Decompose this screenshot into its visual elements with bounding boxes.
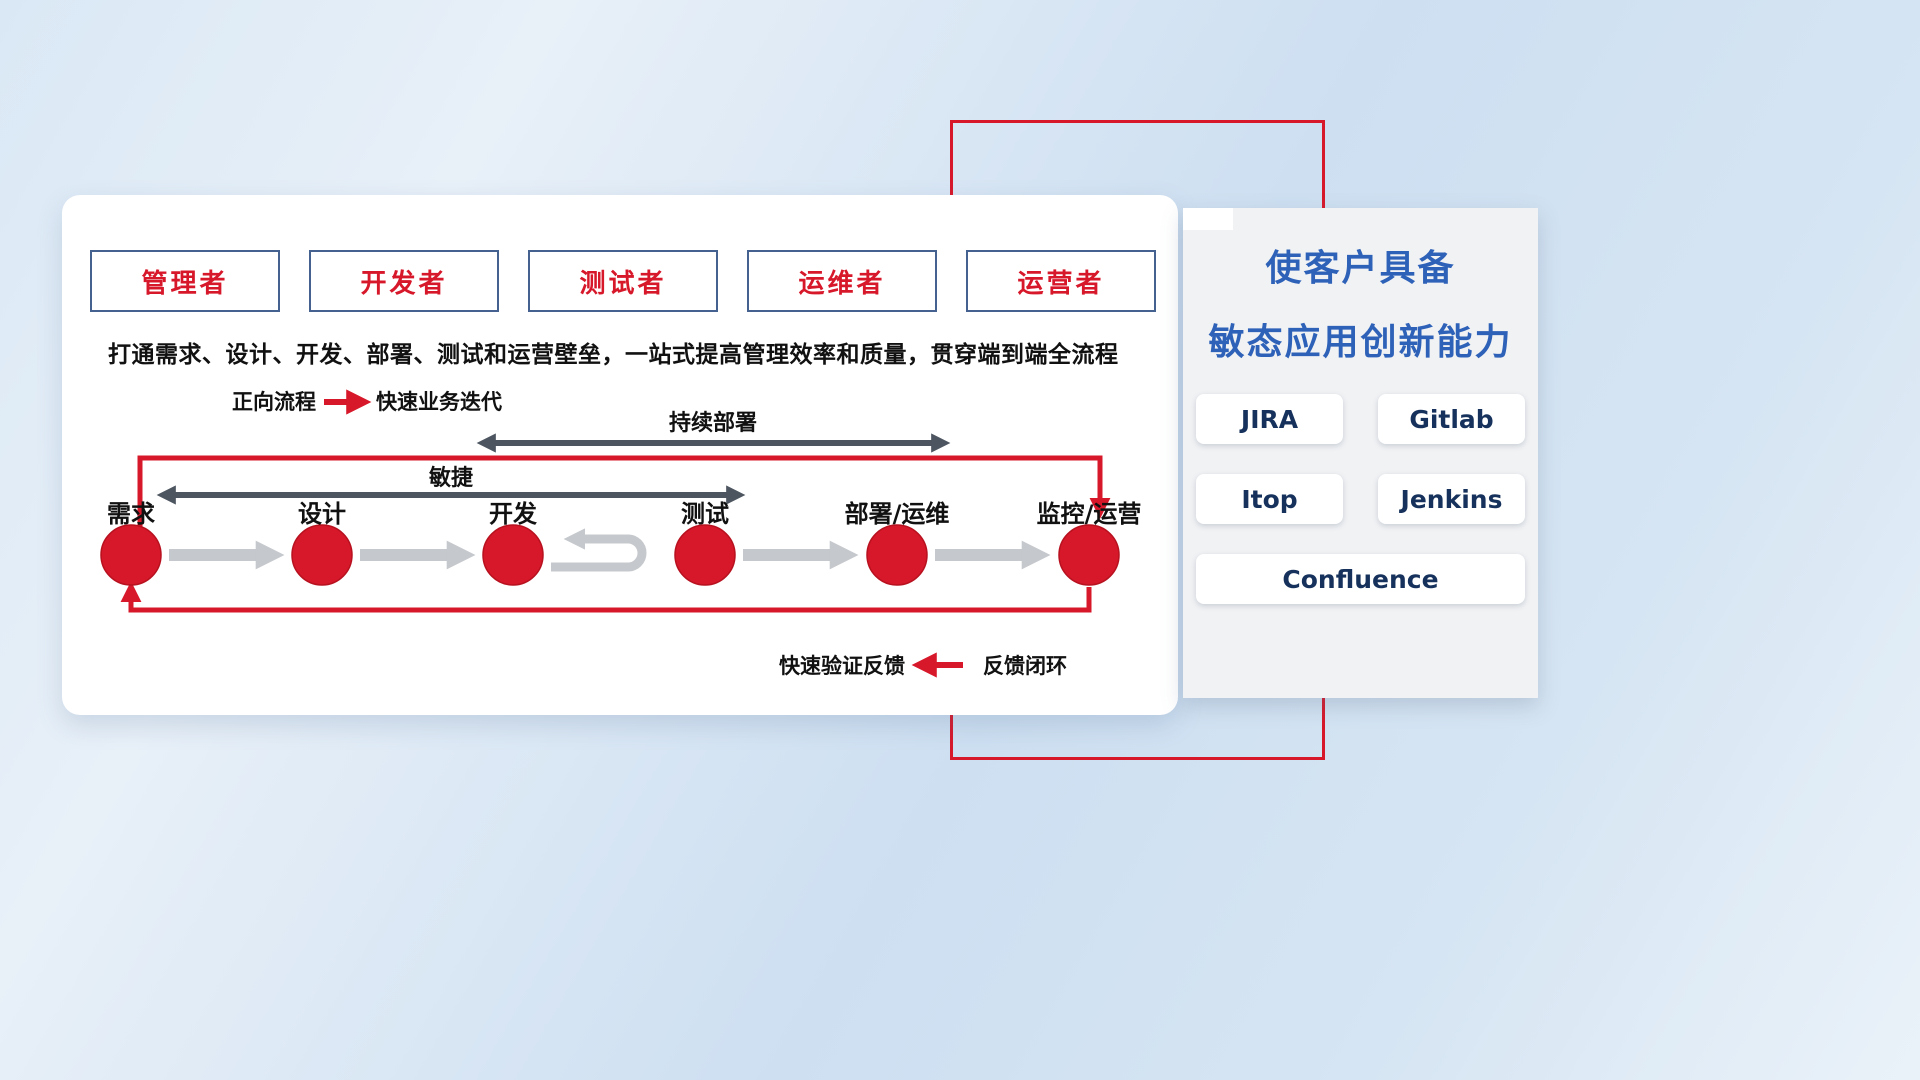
feedback-legend-desc: 快速验证反馈 (779, 654, 905, 678)
stage-circle-monitor-operate (1058, 524, 1120, 586)
stage-circle-testing (674, 524, 736, 586)
stage-label-design: 设计 (298, 500, 346, 528)
iteration-loop-icon (551, 528, 647, 572)
panel-title-line1: 使客户具备 (1265, 248, 1456, 289)
tool-jenkins: Jenkins (1378, 474, 1525, 524)
panel-title-line2: 敏态应用创新能力 (1208, 322, 1513, 363)
capability-panel: 使客户具备 敏态应用创新能力 JIRA Gitlab Itop Jenkins … (1183, 208, 1538, 698)
stage-label-monitor-operate: 监控/运营 (1037, 500, 1142, 528)
stage-circle-development (482, 524, 544, 586)
feedback-flow-path (120, 581, 1092, 613)
stage-label-requirements: 需求 (107, 500, 155, 528)
role-box-tester: 测试者 (528, 250, 718, 312)
flow-diagram: 正向流程 快速业务迭代 持续部署 敏捷 (100, 389, 1142, 678)
agile-label: 敏捷 (428, 465, 474, 491)
role-box-manager: 管理者 (90, 250, 280, 312)
role-boxes-row: 管理者 开发者 测试者 运维者 运营者 (90, 250, 1156, 312)
stage-label-testing: 测试 (681, 500, 729, 528)
feedback-legend-label: 反馈闭环 (983, 654, 1067, 678)
stage-circle-design (291, 524, 353, 586)
role-box-operator: 运营者 (966, 250, 1156, 312)
devops-flow-card: 管理者 开发者 测试者 运维者 运营者 打通需求、设计、开发、部署、测试和运营壁… (62, 195, 1178, 715)
tool-confluence: Confluence (1196, 554, 1525, 604)
stage-circle-deploy-ops (866, 524, 928, 586)
forward-flow-path (137, 455, 1111, 533)
tool-gitlab: Gitlab (1378, 394, 1525, 444)
tool-badges: JIRA Gitlab Itop Jenkins Confluence (1196, 394, 1525, 604)
forward-legend-desc: 快速业务迭代 (376, 390, 502, 414)
panel-corner-decoration (1183, 208, 1233, 230)
forward-legend-label: 正向流程 (232, 390, 316, 414)
role-box-developer: 开发者 (309, 250, 499, 312)
stage-circle-requirements (100, 524, 162, 586)
continuous-deployment-label: 持续部署 (669, 410, 757, 436)
role-box-ops: 运维者 (747, 250, 937, 312)
tool-itop: Itop (1196, 474, 1343, 524)
tool-jira: JIRA (1196, 394, 1343, 444)
stage-label-development: 开发 (489, 500, 537, 528)
stage-label-deploy-ops: 部署/运维 (845, 500, 950, 528)
panel-title: 使客户具备 敏态应用创新能力 (1183, 208, 1538, 380)
card-subtitle: 打通需求、设计、开发、部署、测试和运营壁垒，一站式提高管理效率和质量，贯穿端到端… (108, 342, 1119, 368)
